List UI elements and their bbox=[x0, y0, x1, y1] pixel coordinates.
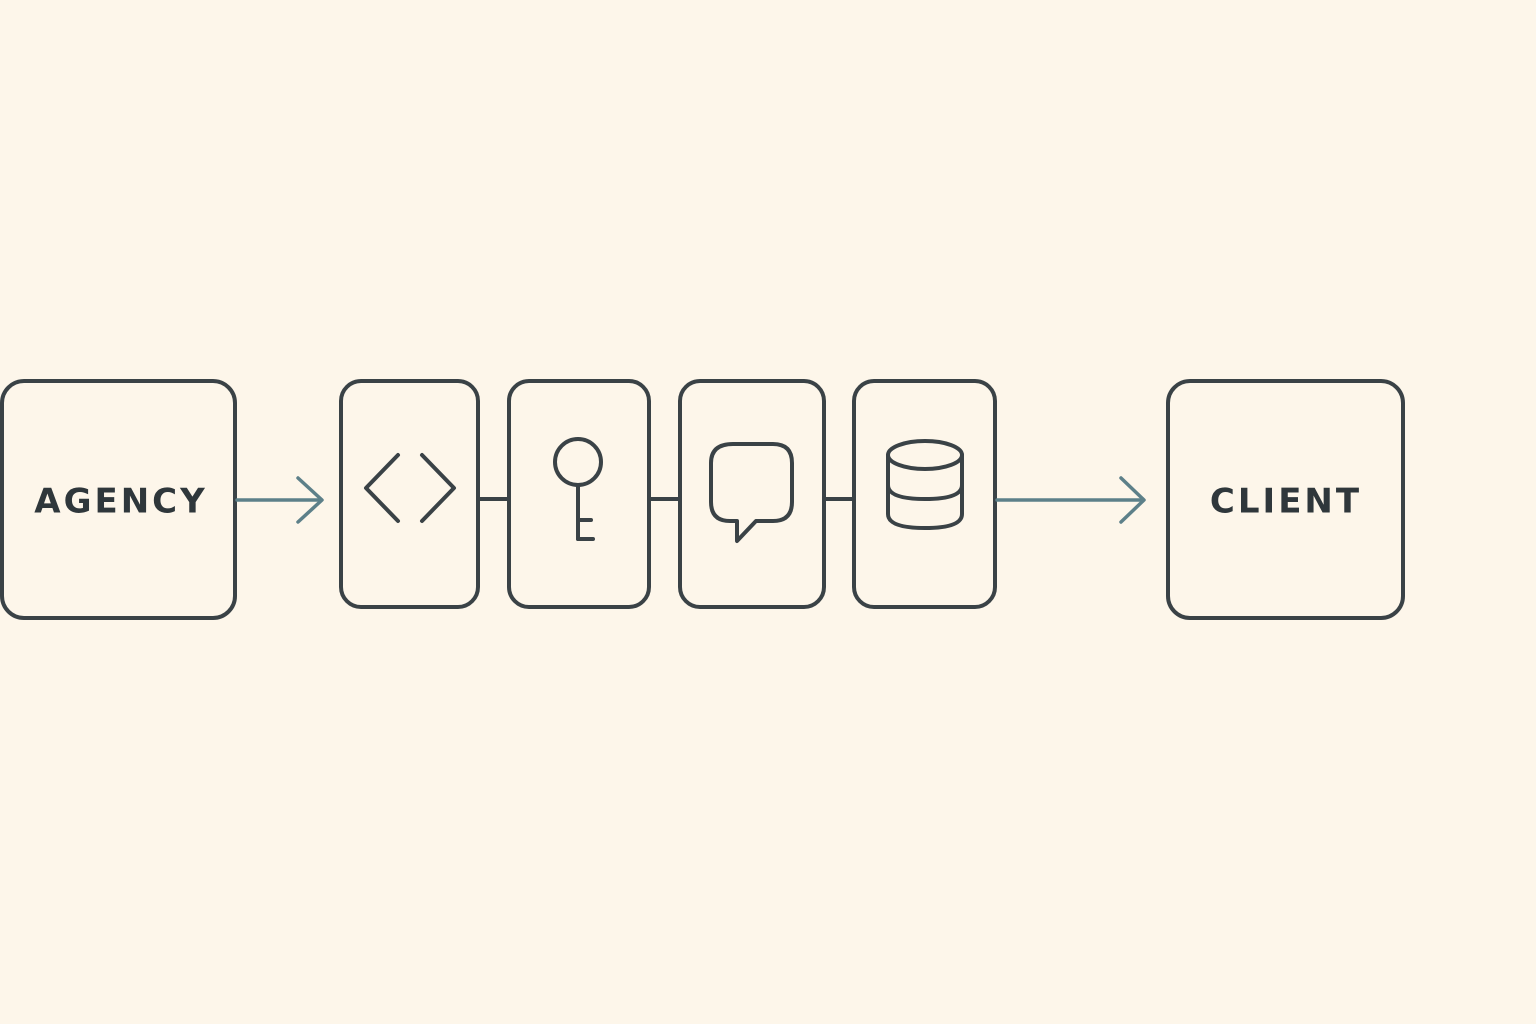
pipeline-step-code bbox=[339, 379, 480, 609]
database-icon bbox=[886, 439, 964, 530]
pipeline-step-key bbox=[507, 379, 651, 609]
arrow-pipeline-to-client bbox=[995, 476, 1146, 524]
agency-label: AGENCY bbox=[34, 482, 207, 522]
arrow-agency-to-pipeline bbox=[235, 476, 324, 524]
agency-box: AGENCY bbox=[0, 379, 237, 620]
pipeline-step-chat bbox=[678, 379, 826, 609]
pipeline-step-database bbox=[852, 379, 997, 609]
key-icon bbox=[553, 437, 603, 541]
code-brackets-icon bbox=[364, 453, 456, 523]
client-box: CLIENT bbox=[1166, 379, 1405, 620]
client-label: CLIENT bbox=[1210, 482, 1362, 522]
chat-bubble-icon bbox=[709, 442, 794, 543]
